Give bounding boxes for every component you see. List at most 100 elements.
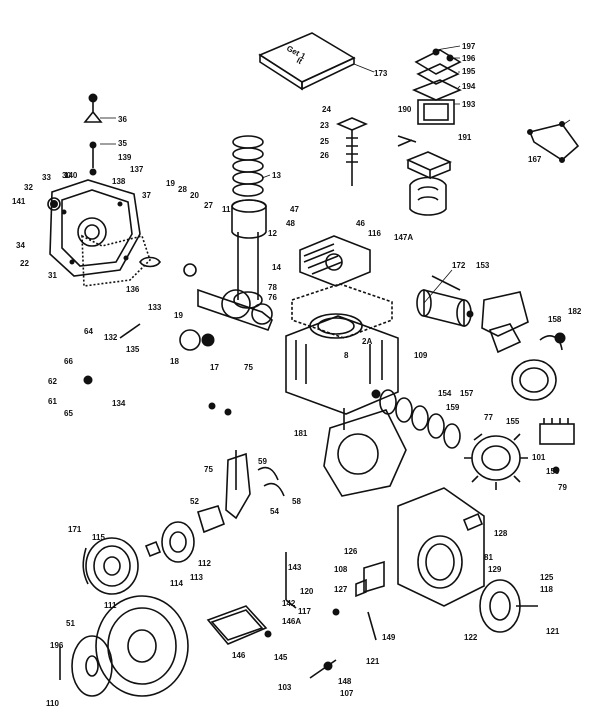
crankcase-side	[355, 487, 485, 607]
label-66: 66	[64, 357, 73, 366]
label-167: 103	[278, 683, 292, 692]
label-138: 138	[112, 177, 126, 186]
label-19b: 19	[174, 311, 183, 320]
label-58: 59	[258, 457, 267, 466]
label-47: 47	[290, 205, 299, 214]
label-143: 142	[282, 599, 296, 608]
label-114: 115	[92, 533, 105, 542]
label-12: 12	[268, 229, 277, 238]
label-14: 14	[272, 263, 281, 272]
label-76: 76	[268, 293, 277, 302]
crankshaft	[139, 256, 273, 332]
label-145: 146A	[282, 617, 301, 626]
label-8: 8	[344, 351, 349, 360]
label-149: 167	[528, 155, 542, 164]
label-35: 35	[118, 139, 127, 148]
label-146: 143	[288, 563, 302, 572]
label-182: 158	[548, 315, 562, 324]
label-142: 120	[300, 587, 314, 596]
label-26: 26	[320, 151, 329, 160]
label-61: 61	[48, 397, 57, 406]
owners-manual-drawing: Get 1 It	[258, 32, 375, 91]
ignition-module	[481, 291, 566, 354]
gasket-set	[371, 389, 461, 449]
label-54: 58	[292, 497, 301, 506]
air-cleaner-parts	[397, 48, 462, 216]
label-126: 127	[334, 585, 348, 594]
label-147A: 147A	[394, 233, 413, 242]
label-52: 54	[270, 507, 279, 516]
label-24: 24	[322, 105, 331, 114]
label-118: 81	[484, 553, 493, 562]
label-65: 65	[64, 409, 73, 418]
label-195: 195	[462, 67, 476, 76]
leader-lines	[100, 45, 571, 304]
label-120: 122	[464, 633, 478, 642]
label-159b: 77	[484, 413, 493, 422]
label-128: 126	[344, 547, 358, 556]
label-75: 75	[244, 363, 253, 372]
linkage-parts	[527, 121, 580, 163]
label-30: 30	[62, 171, 71, 180]
manual-cover-text-2: It	[295, 56, 304, 66]
label-194: 194	[462, 82, 476, 91]
label-107: 145	[274, 653, 288, 662]
label-155: 159	[446, 403, 460, 412]
label-157: 154	[438, 389, 452, 398]
label-112: 113	[190, 573, 203, 582]
label-121b: 118	[540, 585, 553, 594]
label-78: 78	[268, 283, 277, 292]
cylinder-head	[299, 117, 371, 287]
drive-pulley-set	[82, 505, 225, 595]
label-18: 18	[170, 357, 179, 366]
label-191: 191	[458, 133, 472, 142]
label-51: 121	[366, 657, 380, 666]
label-153: 153	[476, 261, 490, 270]
label-25: 25	[320, 137, 329, 146]
label-132: 132	[104, 333, 118, 342]
label-136: 136	[126, 285, 140, 294]
label-190: 190	[398, 105, 412, 114]
starter-motor	[416, 275, 474, 328]
engine-block	[285, 283, 399, 430]
label-125: 129	[488, 565, 502, 574]
label-79: 159	[546, 467, 560, 476]
label-139b: 196	[50, 641, 64, 650]
label-159: 157	[460, 389, 474, 398]
label-31: 31	[48, 271, 57, 280]
label-11: 11	[222, 205, 231, 214]
rectifier-block	[539, 418, 575, 474]
label-110: 111	[104, 601, 117, 610]
label-109: 109	[414, 351, 428, 360]
label-48: 48	[286, 219, 295, 228]
label-115: 171	[68, 525, 82, 534]
part-number-labels: 197 196 195 194 193 173 24 23 25 26 190 …	[12, 42, 582, 708]
label-116: 116	[368, 229, 381, 238]
label-17: 17	[210, 363, 219, 372]
piston-rings	[231, 135, 267, 309]
label-37: 37	[142, 191, 151, 200]
label-154: 181	[294, 429, 308, 438]
label-36: 36	[118, 115, 127, 124]
gasket-kit-card	[206, 605, 268, 645]
label-2A: 2A	[362, 337, 372, 346]
label-127: 108	[334, 565, 348, 574]
label-172: 172	[452, 261, 466, 270]
label-113: 114	[170, 579, 183, 588]
label-81: 149	[382, 633, 396, 642]
label-59: 75	[204, 465, 213, 474]
label-62: 62	[48, 377, 57, 386]
label-196b: 51	[66, 619, 75, 628]
label-141: 141	[12, 197, 26, 206]
label-111: 112	[198, 559, 211, 568]
label-121: 125	[540, 573, 554, 582]
label-27: 27	[204, 201, 213, 210]
mounting-plate	[479, 579, 538, 633]
label-13: 13	[272, 171, 281, 180]
magneto-flywheel	[464, 359, 557, 490]
label-135: 135	[126, 345, 140, 354]
label-181: 182	[568, 307, 582, 316]
manual-cover-text-1: Get 1	[285, 44, 307, 62]
crankcase-cover	[47, 179, 151, 287]
